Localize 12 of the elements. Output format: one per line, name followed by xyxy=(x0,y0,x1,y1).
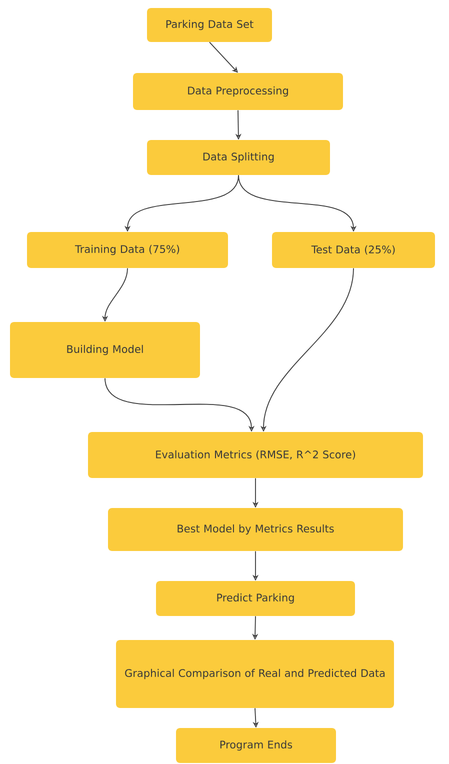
process-box: Predict Parking xyxy=(156,581,355,616)
process-box: Best Model by Metrics Results xyxy=(108,508,403,551)
process-box: Parking Data Set xyxy=(147,8,272,42)
process-box: Program Ends xyxy=(176,728,336,763)
process-box: Evaluation Metrics (RMSE, R^2 Score) xyxy=(88,432,423,478)
process-box: Data Preprocessing xyxy=(133,73,343,110)
process-box: Training Data (75%) xyxy=(27,232,228,268)
process-box: Graphical Comparison of Real and Predicted Data xyxy=(116,640,394,708)
arrow xyxy=(209,42,238,73)
process-box: Building Model xyxy=(10,322,200,378)
process-box: Data Splitting xyxy=(147,140,330,175)
process-box: Test Data (25%) xyxy=(272,232,435,268)
